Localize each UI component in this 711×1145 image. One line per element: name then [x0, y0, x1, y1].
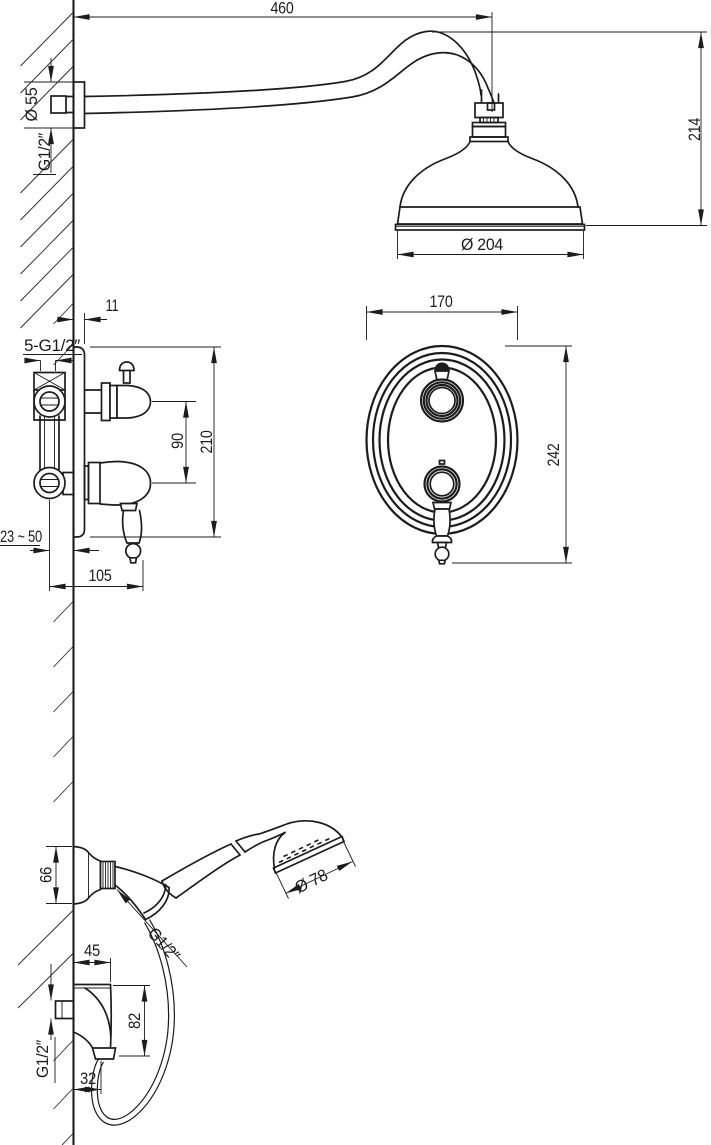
dim-body-width: 105 [89, 566, 112, 585]
dim-head-drop: 214 [685, 118, 704, 141]
dim-arm-reach: 460 [271, 0, 294, 18]
dim-supply-thread: G1/2″ [33, 1040, 52, 1078]
dim-plate-height: 242 [544, 444, 563, 467]
dim-port-spacing: 90 [168, 433, 187, 449]
dim-arm-thread: G1/2″ [35, 133, 54, 171]
dim-body-height: 210 [197, 431, 216, 454]
dim-head-diameter: Ø 204 [461, 235, 503, 254]
valve-front-view [365, 344, 519, 565]
wall [17, 0, 75, 1145]
supply-elbow-view [54, 983, 117, 1060]
wall-hatching [17, 11, 74, 1145]
dim-install-depth: 23 ~ 50 [0, 527, 42, 546]
dim-plate-width: 170 [430, 292, 453, 311]
dimension-labels: 460 Ø 55 G1/2″ 214 Ø 204 11 5-G1/2″ 90 2… [0, 0, 704, 1088]
dimension-lines [0, 14, 707, 1094]
valve-side-view [33, 346, 152, 564]
dim-plate-offset: 11 [106, 296, 119, 315]
dim-hand-head-diameter: Ø 78 [292, 865, 331, 897]
dim-connections: 5-G1/2″ [24, 336, 80, 355]
overhead-shower-side-view [50, 12, 586, 231]
dim-elbow-width: 45 [84, 941, 100, 960]
spray-nozzles [278, 837, 330, 864]
hand-shower-view [72, 820, 345, 1126]
dim-bracket-diameter: 66 [36, 867, 55, 883]
dim-outlet-offset: 32 [80, 1069, 96, 1088]
dim-elbow-height: 82 [125, 1013, 144, 1029]
dim-flange-diameter: Ø 55 [22, 88, 41, 122]
